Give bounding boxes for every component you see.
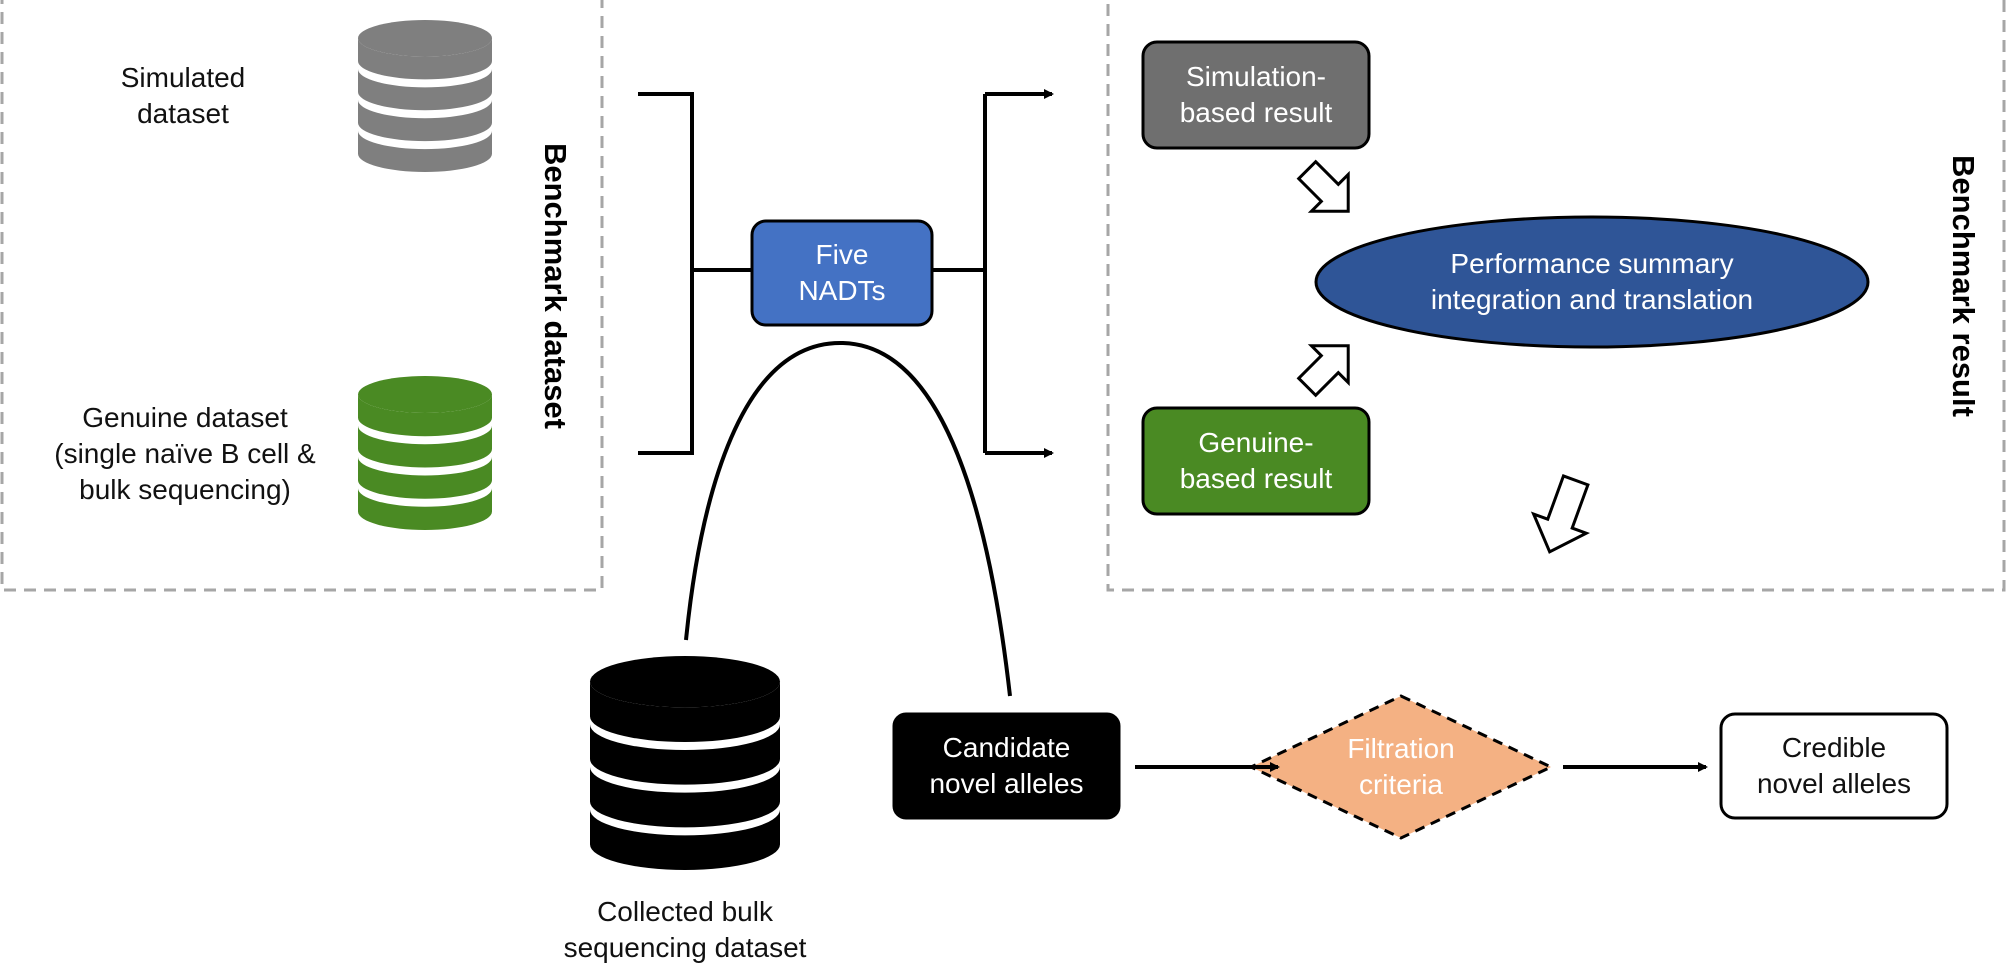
database-disk xyxy=(590,724,780,785)
database-disk xyxy=(358,394,492,437)
tool-application-arc xyxy=(684,340,1012,697)
database-disk xyxy=(358,69,492,111)
benchmark-result-panel xyxy=(1106,0,2006,592)
collected-dataset-label: Collected bulk sequencing dataset xyxy=(555,894,815,966)
database-disk xyxy=(358,425,492,468)
hollow-arrow-down xyxy=(1530,474,1591,554)
database-disk xyxy=(358,100,492,142)
candidate-alleles-box xyxy=(892,712,1121,820)
database-disk xyxy=(358,38,492,80)
database-disk xyxy=(358,488,492,530)
performance-summary-ellipse xyxy=(1314,215,1870,349)
credible-alleles-text: Credible novel alleles xyxy=(1721,714,1947,818)
genuine-label-line2: (single naïve B cell & xyxy=(54,438,316,469)
credible-line1: Credible xyxy=(1781,732,1887,763)
simulated-label-line2: dataset xyxy=(137,98,229,129)
genuine-result-line1: Genuine- xyxy=(1198,427,1314,458)
output-bracket xyxy=(932,94,987,453)
hollow-arrow-down-right xyxy=(1296,159,1350,213)
database-disk xyxy=(358,457,492,499)
genuine-result-line2: based result xyxy=(1179,463,1333,494)
filtration-line2: criteria xyxy=(1358,769,1443,800)
genuine-result-text: Genuine- based result xyxy=(1143,408,1369,514)
database-top xyxy=(358,376,492,413)
collected-line1: Collected bulk xyxy=(597,896,773,927)
nadts-line2: NADTs xyxy=(798,275,886,306)
input-bracket xyxy=(638,92,752,455)
benchmark-dataset-panel xyxy=(0,0,604,592)
simulated-database-icon xyxy=(358,20,492,172)
five-nadts-box xyxy=(750,219,934,327)
filtration-diamond xyxy=(1247,694,1555,840)
simulation-result-text: Simulation- based result xyxy=(1143,42,1369,148)
nadts-line1: Five xyxy=(815,239,869,270)
genuine-database-icon xyxy=(358,376,492,530)
credible-alleles-box xyxy=(1719,712,1949,820)
summary-line1: Performance summary xyxy=(1450,248,1734,279)
genuine-dataset-label: Genuine dataset (single naïve B cell & b… xyxy=(40,400,330,508)
simulation-result-box xyxy=(1141,40,1371,150)
database-disk xyxy=(590,681,780,743)
genuine-result-box xyxy=(1141,406,1371,516)
summary-line2: integration and translation xyxy=(1430,284,1754,315)
database-disk xyxy=(358,130,492,172)
five-nadts-text: Five NADTs xyxy=(752,221,932,325)
simulated-label-line1: Simulated xyxy=(120,62,246,93)
database-top xyxy=(358,20,492,57)
simulation-result-line2: based result xyxy=(1179,97,1333,128)
credible-line2: novel alleles xyxy=(1756,768,1912,799)
database-top xyxy=(590,656,780,708)
database-disk xyxy=(590,767,780,828)
collected-line2: sequencing dataset xyxy=(563,932,807,963)
simulation-result-line1: Simulation- xyxy=(1185,61,1327,92)
filtration-line1: Filtration xyxy=(1347,733,1455,764)
filtration-text: Filtration criteria xyxy=(1291,717,1511,817)
database-disk xyxy=(590,809,780,871)
candidate-alleles-text: Candidate novel alleles xyxy=(894,714,1119,818)
benchmark-result-title: Benchmark result xyxy=(1946,155,1981,417)
candidate-line1: Candidate xyxy=(942,732,1071,763)
benchmark-dataset-title: Benchmark dataset xyxy=(538,142,573,429)
collected-database-icon xyxy=(590,656,780,871)
simulated-dataset-label: Simulated dataset xyxy=(100,60,266,132)
hollow-arrow-up-right xyxy=(1296,344,1350,398)
genuine-label-line3: bulk sequencing) xyxy=(79,474,291,505)
genuine-label-line1: Genuine dataset xyxy=(82,402,288,433)
performance-summary-text: Performance summary integration and tran… xyxy=(1340,232,1844,332)
candidate-line2: novel alleles xyxy=(929,768,1084,799)
